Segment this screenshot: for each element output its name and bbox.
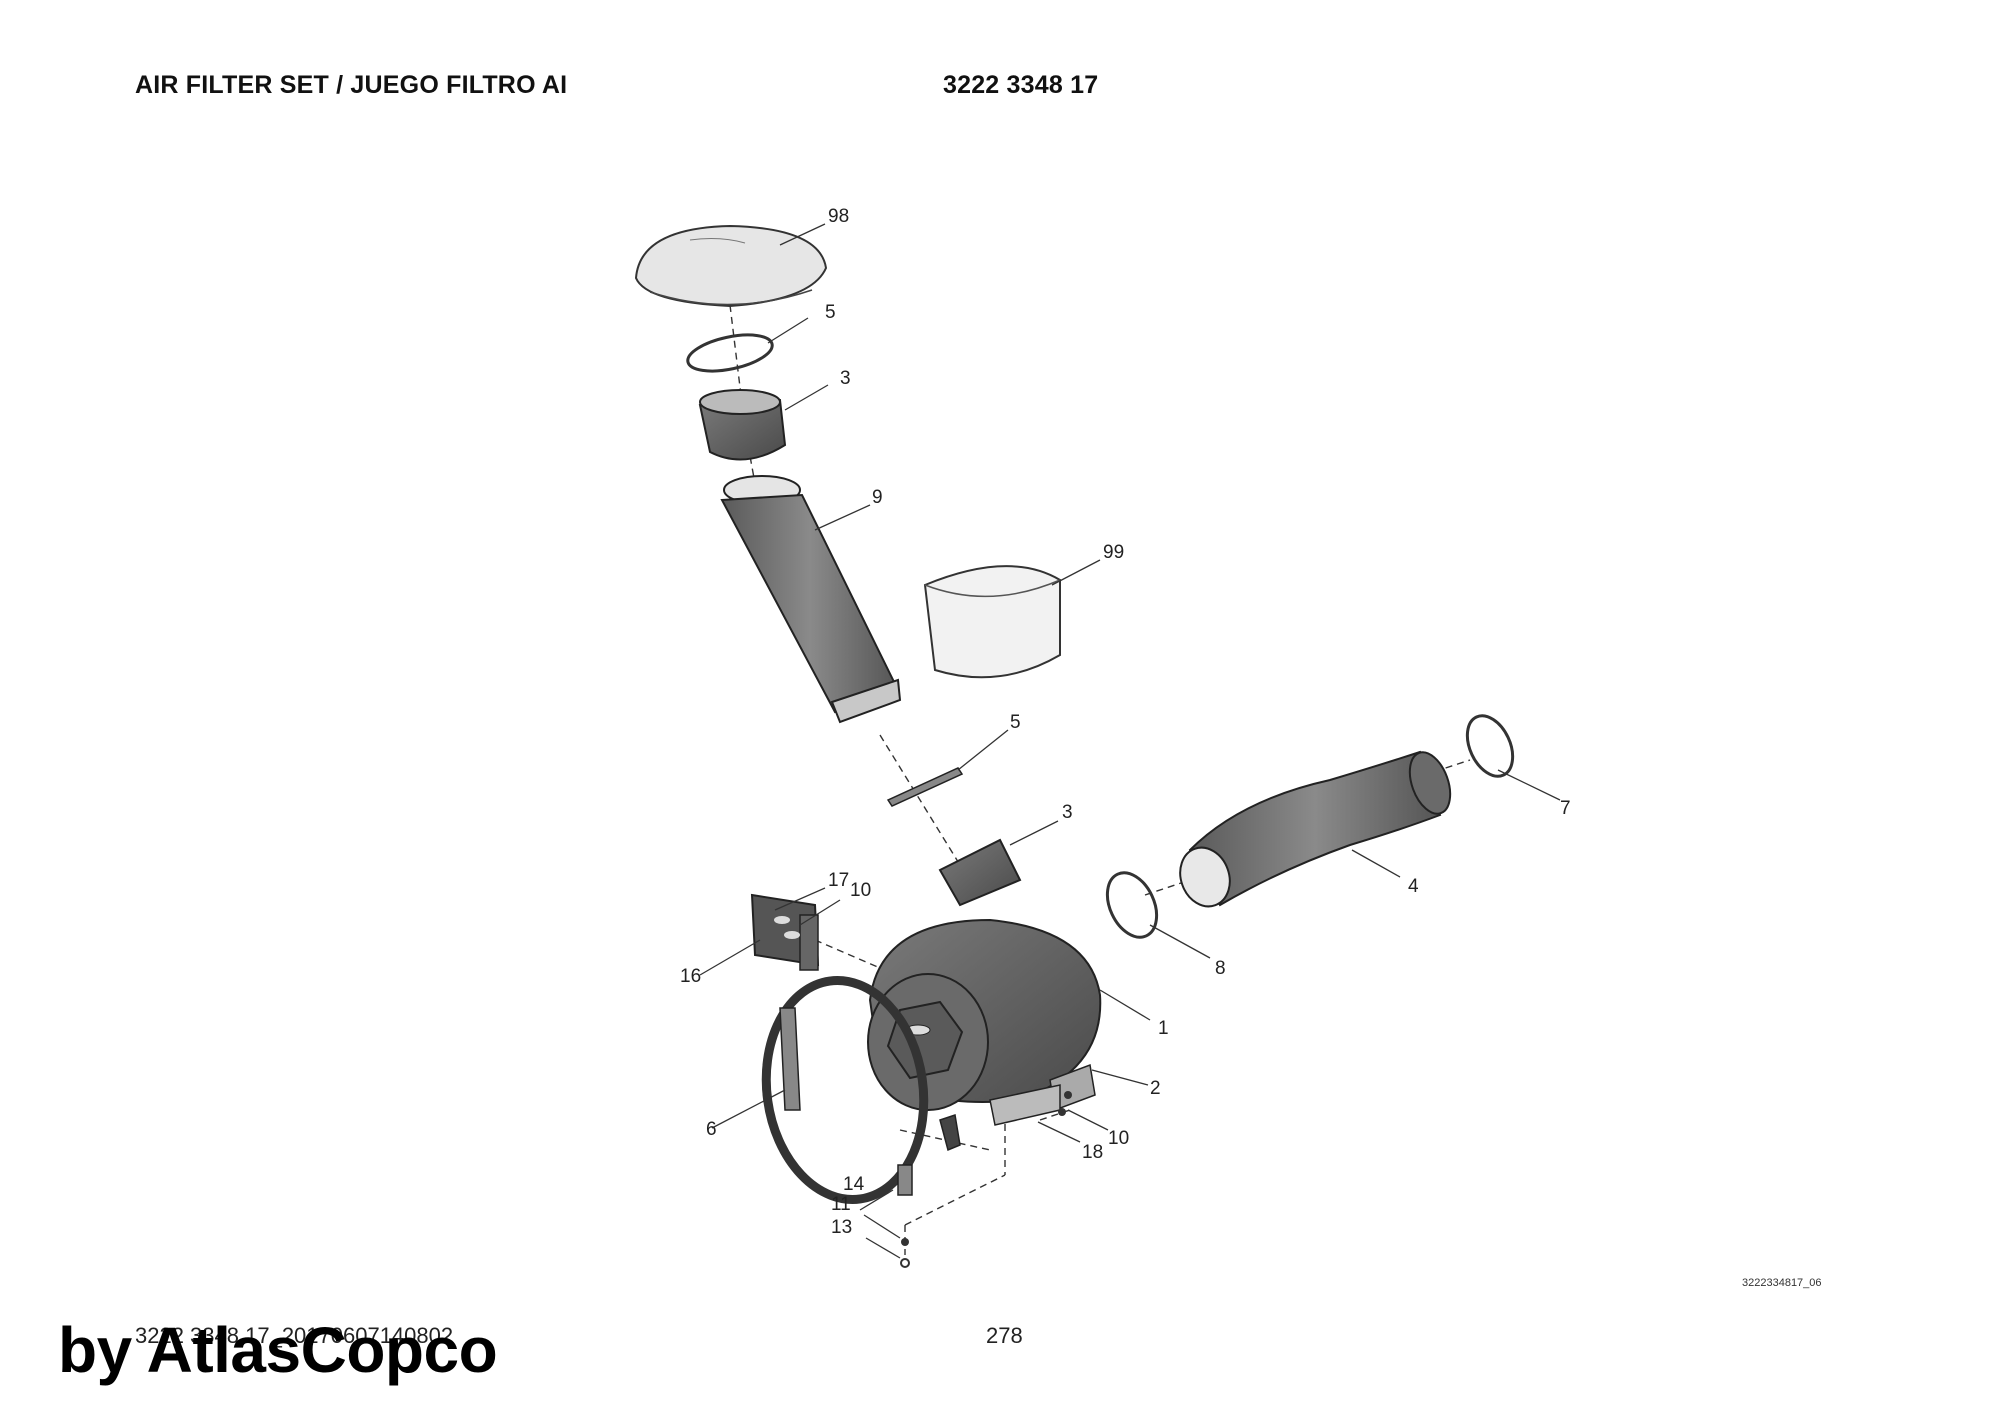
air-filter-housing-part-1: [867, 838, 1102, 1152]
callout-99: 99: [1103, 542, 1124, 563]
gasket-part-5-lower: [886, 767, 964, 807]
page-number: 278: [986, 1323, 1023, 1348]
callout-6: 6: [706, 1119, 717, 1140]
callout-1: 1: [1158, 1018, 1169, 1039]
callout-7: 7: [1560, 798, 1571, 819]
clamp-part-8: [1105, 871, 1159, 939]
callout-5-lower: 5: [1010, 712, 1021, 733]
callout-2: 2: [1150, 1078, 1161, 1099]
callout-98: 98: [828, 206, 849, 227]
hardware-parts-11-13: [900, 1238, 910, 1268]
callout-5-upper: 5: [825, 302, 836, 323]
callout-3-lower: 3: [1062, 802, 1073, 823]
callout-16: 16: [680, 966, 701, 987]
part-number: 3222 3348 17: [943, 71, 1099, 99]
callout-labels: 98 5 3 9 99 5 3 7 4 17 10 16 8 1 2 6 10 …: [680, 206, 1571, 1238]
callout-18: 18: [1082, 1142, 1103, 1163]
callout-8: 8: [1215, 958, 1226, 979]
document-id: 3222 3348 17_20170607140802: [135, 1323, 454, 1348]
outlet-hose-part-4: [1179, 750, 1452, 908]
drawing-reference: 3222334817_06: [1742, 1277, 1822, 1289]
callout-13: 13: [831, 1217, 852, 1238]
intake-tube-part-9: [720, 475, 902, 724]
cover-part-99: [923, 565, 1061, 679]
callout-4: 4: [1408, 876, 1419, 897]
callout-3-upper: 3: [840, 368, 851, 389]
callout-14: 14: [843, 1174, 865, 1195]
adapter-part-3-upper: [698, 389, 787, 461]
callout-10-lower: 10: [1108, 1128, 1129, 1149]
callout-9: 9: [872, 487, 883, 508]
callout-11: 11: [831, 1194, 851, 1215]
bracket-part-2: [989, 1063, 1096, 1126]
document-title: AIR FILTER SET / JUEGO FILTRO AI: [135, 71, 568, 99]
clamp-part-5-upper: [686, 333, 774, 373]
rain-cap-part-98: [634, 224, 828, 308]
callout-17: 17: [828, 870, 849, 891]
watermark: by AtlasCopco: [58, 1314, 498, 1386]
mounting-band-part-6: [761, 976, 929, 1204]
clamp-part-7: [1465, 714, 1515, 778]
callout-10-upper: 10: [850, 880, 871, 901]
leader-lines: [699, 223, 1561, 1259]
